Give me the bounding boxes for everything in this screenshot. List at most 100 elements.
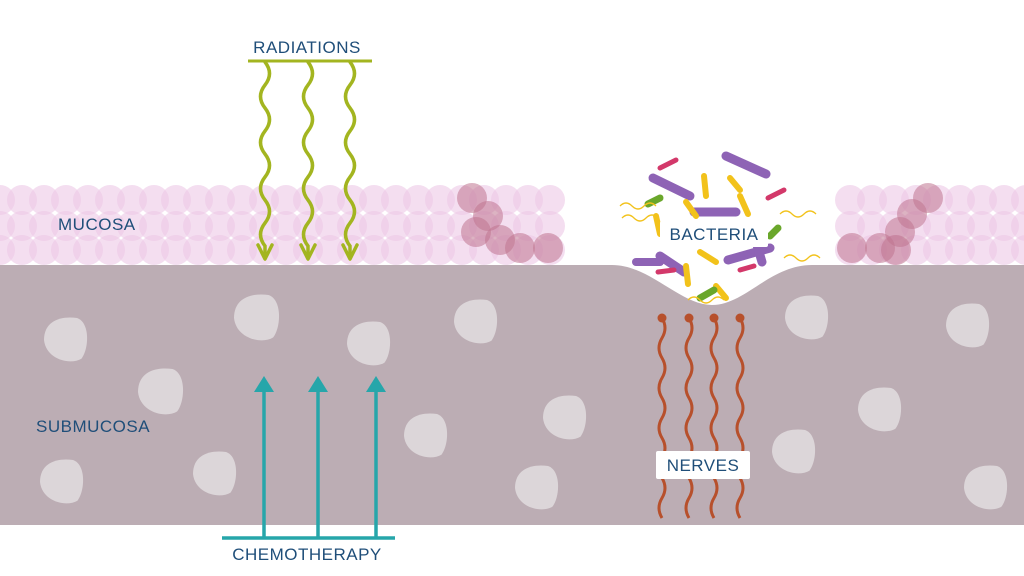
submucosa-cell [193, 451, 237, 496]
mucosa-cell [857, 185, 887, 215]
submucosa-cell [946, 303, 990, 348]
submucosa-cell [138, 368, 184, 415]
radiation-arrowhead [341, 243, 359, 261]
bacteria-label: BACTERIA [669, 225, 758, 244]
submucosa-cell [454, 299, 498, 344]
damaged-mucosa-cell [837, 233, 867, 263]
bacterium-pink [657, 157, 679, 171]
bacterium-yellow [737, 193, 751, 217]
bacterium-flagellum [687, 296, 725, 304]
mucosa-cell [205, 211, 235, 241]
mucosa-cell [513, 185, 543, 215]
bacterium-green [696, 286, 718, 302]
mucosa-cell [381, 211, 411, 241]
radiation-arrowhead [299, 243, 317, 261]
submucosa-cell [40, 459, 84, 504]
bacterium-yellow [697, 249, 719, 265]
mucosa-cell [1011, 211, 1024, 241]
nerves [657, 313, 745, 519]
bacterium-yellow [701, 173, 709, 199]
nerve-fiber [657, 317, 667, 519]
mucosa-cell [271, 185, 301, 215]
damaged-mucosa-cell [913, 183, 943, 213]
chemotherapy-arrows [222, 376, 395, 540]
chemotherapy-label: CHEMOTHERAPY [232, 545, 382, 564]
mucosa-cell [535, 211, 565, 241]
submucosa-cell [347, 321, 391, 366]
mucosa-cell [425, 235, 455, 265]
submucosa-cells [40, 294, 1008, 510]
mucosa-cell [7, 235, 37, 265]
mucosa-cell [945, 185, 975, 215]
bacterium-pink [765, 187, 787, 201]
mucosa-cell [381, 185, 411, 215]
mucosa-cell [945, 235, 975, 265]
damaged-mucosa-cell [505, 233, 535, 263]
mucosa-cell [183, 211, 213, 241]
bacterium-flagellum [779, 210, 817, 218]
bacterium-flagellum [621, 214, 659, 222]
nerve-fiber [684, 317, 694, 519]
mucosa-cell [1011, 185, 1024, 215]
mucosa-cell [535, 185, 565, 215]
mucosa-cell [29, 235, 59, 265]
chemotherapy-arrowhead [254, 376, 274, 392]
submucosa-cell [515, 465, 559, 510]
chemotherapy-arrowhead [308, 376, 328, 392]
mucosa-cell [227, 211, 257, 241]
damaged-mucosa-cell [461, 217, 491, 247]
submucosa-cell [44, 317, 88, 362]
submucosa-label: SUBMUCOSA [36, 417, 150, 436]
mucosa-cell [205, 235, 235, 265]
mucosa-layer [0, 183, 1024, 265]
nerve-ending [709, 313, 719, 323]
bacterium-purple [721, 151, 771, 179]
mucosa-cell [923, 235, 953, 265]
bacterium-flagellum [619, 202, 657, 210]
mucosa-cell [359, 211, 389, 241]
mucosa-cell [29, 211, 59, 241]
mucosa-cell [73, 185, 103, 215]
mucosa-cell [945, 211, 975, 241]
mucosa-cell [73, 235, 103, 265]
mucosa-cell [425, 185, 455, 215]
mucosa-cell [923, 211, 953, 241]
mucosa-cell [95, 211, 125, 241]
mucosa-cell [315, 185, 345, 215]
mucosa-cell [51, 211, 81, 241]
mucosa-cell [51, 235, 81, 265]
nerve-ending [684, 313, 694, 323]
mucosa-cell [989, 211, 1019, 241]
nerves-label: NERVES [667, 456, 740, 475]
mucosa-cell [227, 235, 257, 265]
submucosa-cell [772, 429, 816, 474]
bacteria-cluster [619, 151, 821, 304]
chemotherapy-arrowhead [366, 376, 386, 392]
damaged-mucosa-cell [881, 235, 911, 265]
mucosa-cell [227, 185, 257, 215]
mucosa-cell [73, 211, 103, 241]
mucosa-cell [161, 235, 191, 265]
nerve-ending [735, 313, 745, 323]
mucosa-cell [161, 211, 191, 241]
mucosa-cell [359, 185, 389, 215]
mucosa-cell [7, 185, 37, 215]
mucosa-cell [381, 235, 411, 265]
mucosa-cell [51, 185, 81, 215]
radiations-label: RADIATIONS [253, 38, 361, 57]
bacterium-purple [648, 173, 695, 201]
bacterium-yellow [683, 263, 691, 287]
mucosa-cell [403, 185, 433, 215]
mucosa-cell [183, 185, 213, 215]
nerve-fiber [709, 317, 719, 519]
bacterium-purple [655, 251, 689, 277]
bacterium-pink [737, 263, 757, 273]
mucosa-cell [139, 185, 169, 215]
submucosa-cell [404, 413, 448, 458]
bacteria-label-bg [660, 221, 768, 247]
nerve-fiber [735, 317, 745, 519]
mucosa-cell [835, 211, 865, 241]
bacterium-green [766, 224, 782, 240]
mucosa-cell [183, 235, 213, 265]
bacterium-yellow [683, 199, 699, 219]
